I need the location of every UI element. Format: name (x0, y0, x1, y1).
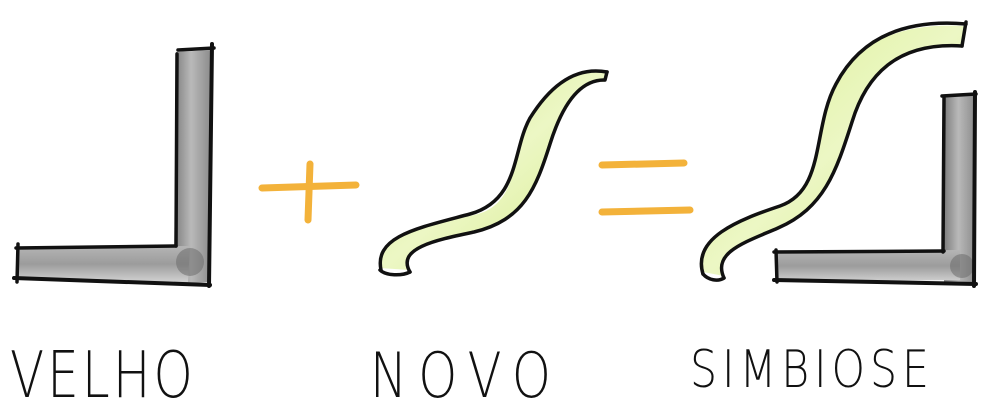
old-vertical-arm (174, 50, 212, 284)
new-s-ribbon (378, 69, 609, 277)
plus-operator (258, 160, 360, 224)
label-old: VELHO (10, 339, 196, 413)
old-horizontal-arm (18, 246, 190, 282)
old-l-shape (12, 42, 216, 288)
old-corner-shadow (176, 248, 204, 276)
symbiosis-ribbon (699, 20, 968, 282)
symbiosis-combined (699, 20, 978, 288)
label-symbiosis: SIMBIOSE (690, 340, 934, 400)
equals-operator (598, 159, 694, 216)
symbiosis-l-shape (772, 90, 978, 288)
new-ribbon-body (379, 71, 606, 270)
label-new: NOVO (370, 339, 563, 412)
